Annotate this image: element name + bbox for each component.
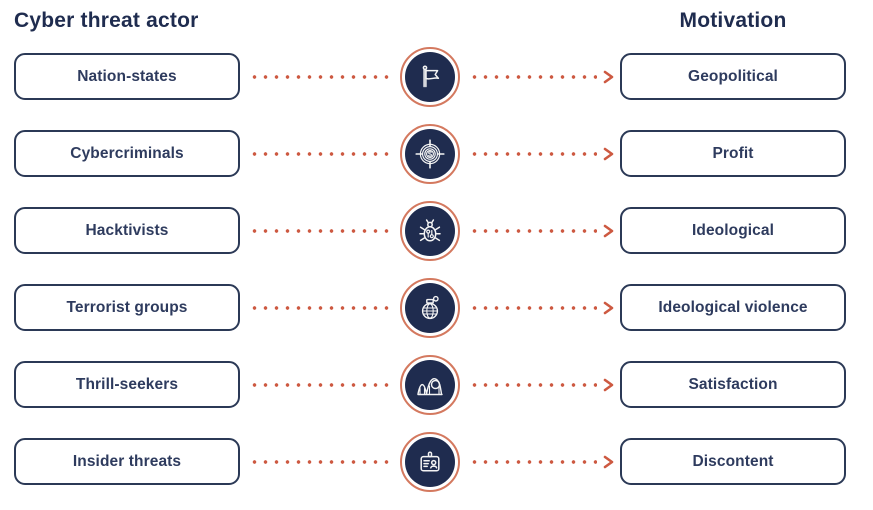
motivation-label: Ideological — [691, 221, 775, 239]
dotted-connector-right — [460, 300, 620, 316]
dotted-line — [469, 459, 597, 464]
icon-ring: $ — [400, 431, 460, 492]
actor-box: Hacktivists — [14, 207, 240, 254]
arrow-head-icon — [603, 70, 614, 83]
motivation-box: Geopolitical — [620, 53, 846, 100]
dotted-connector-right — [460, 69, 620, 85]
flag-icon: $ — [405, 51, 455, 102]
dotted-line — [469, 151, 597, 156]
dotted-line — [469, 305, 597, 310]
bug-icon: $ — [405, 205, 455, 256]
threat-actor-row: Terrorist groups — [0, 269, 873, 346]
motivation-label: Profit — [712, 144, 754, 162]
actor-box: Nation-states — [14, 53, 240, 100]
dotted-line — [249, 228, 391, 233]
dotted-line — [469, 228, 597, 233]
column-headers: Cyber threat actor Motivation — [0, 0, 873, 38]
grenade-icon: $ — [405, 282, 455, 333]
arrow-head-icon — [603, 378, 614, 391]
dotted-line — [249, 382, 391, 387]
dotted-connector-right — [460, 377, 620, 393]
dollar-target-icon: $ — [405, 128, 455, 179]
arrow-head-icon — [603, 455, 614, 468]
motivation-box: Ideological violence — [620, 284, 846, 331]
motivation-box: Ideological — [620, 207, 846, 254]
actor-label: Terrorist groups — [66, 298, 188, 316]
icon-ring: $ — [400, 46, 460, 107]
dotted-connector-left — [240, 146, 400, 162]
dotted-connector-left — [240, 300, 400, 316]
icon-ring: $ — [400, 277, 460, 338]
dotted-line — [469, 382, 597, 387]
threat-actor-row: Insider threats — [0, 423, 873, 500]
icon-ring: $ — [400, 354, 460, 415]
rollercoaster-icon: $ — [405, 359, 455, 410]
arrow-head-icon — [603, 301, 614, 314]
actor-box: Cybercriminals — [14, 130, 240, 177]
dotted-connector-left — [240, 223, 400, 239]
id-badge-icon: $ — [405, 436, 455, 487]
dotted-line — [249, 151, 391, 156]
dotted-connector-left — [240, 454, 400, 470]
dotted-line — [249, 74, 391, 79]
threat-actor-row: Cybercriminals — [0, 115, 873, 192]
right-column-header: Motivation — [679, 9, 787, 32]
actor-box: Thrill-seekers — [14, 361, 240, 408]
arrow-head-icon — [603, 224, 614, 237]
svg-text:$: $ — [428, 149, 433, 158]
motivation-label: Satisfaction — [688, 375, 778, 393]
actor-label: Thrill-seekers — [75, 375, 179, 393]
dotted-connector-right — [460, 454, 620, 470]
dotted-line — [469, 74, 597, 79]
dotted-line — [249, 459, 391, 464]
actor-label: Insider threats — [72, 452, 182, 470]
dotted-connector-left — [240, 69, 400, 85]
threat-actor-row: Thrill-seekers — [0, 346, 873, 423]
actor-box: Terrorist groups — [14, 284, 240, 331]
actor-label: Cybercriminals — [70, 144, 184, 162]
dotted-connector-left — [240, 377, 400, 393]
motivation-box: Discontent — [620, 438, 846, 485]
motivation-label: Geopolitical — [688, 67, 778, 85]
actor-label: Hacktivists — [85, 221, 169, 239]
rows: Nation-states — [0, 38, 873, 500]
icon-ring: $ — [400, 200, 460, 261]
actor-box: Insider threats — [14, 438, 240, 485]
arrow-head-icon — [603, 147, 614, 160]
motivation-label: Discontent — [692, 452, 774, 470]
dotted-line — [249, 305, 391, 310]
motivation-box: Satisfaction — [620, 361, 846, 408]
motivation-label: Ideological violence — [658, 298, 808, 316]
icon-ring: $ — [400, 123, 460, 184]
dotted-connector-right — [460, 223, 620, 239]
motivation-box: Profit — [620, 130, 846, 177]
left-column-header: Cyber threat actor — [14, 9, 199, 32]
actor-label: Nation-states — [77, 67, 177, 85]
threat-actor-row: Nation-states — [0, 38, 873, 115]
dotted-connector-right — [460, 146, 620, 162]
threat-actor-row: Hacktivists — [0, 192, 873, 269]
